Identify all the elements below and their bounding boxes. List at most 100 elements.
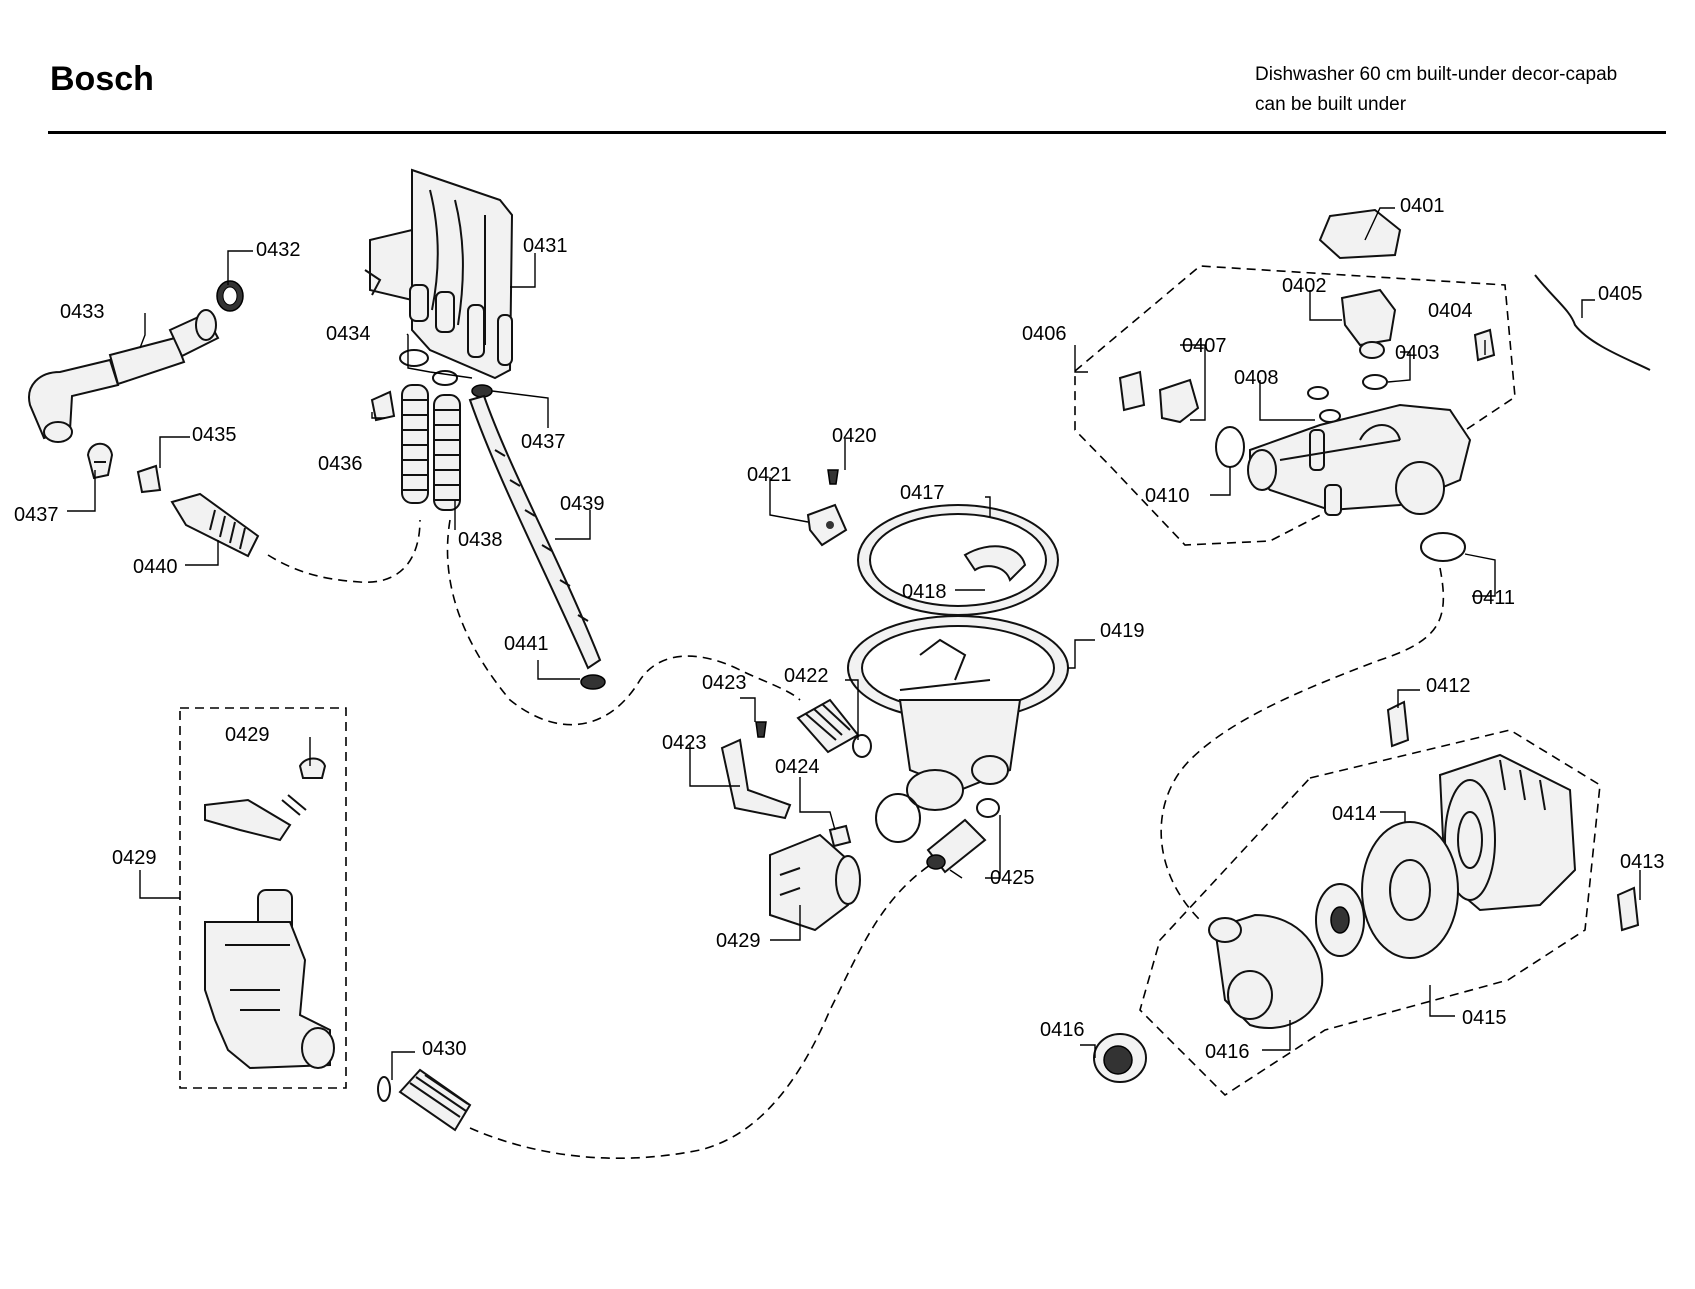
- part-0423-screw-top: [827, 469, 839, 485]
- callout-0423-mid: 0423: [702, 672, 747, 694]
- callout-0429-mid: 0422: [784, 665, 829, 687]
- part-0421-sump: [847, 615, 1069, 811]
- part-0424-seal: [298, 757, 327, 779]
- callout-0413: 0423: [662, 732, 707, 754]
- part-0429-corrugated-hose-mid: [796, 698, 860, 754]
- part-0441-hose-clamp: [216, 280, 244, 312]
- callout-0422: 0421: [747, 464, 792, 486]
- part-0404-seal: [1362, 374, 1388, 390]
- model-description-line-2: can be built under: [1255, 94, 1407, 115]
- part-0412-drain-pump: [769, 833, 861, 932]
- callout-0420: 0417: [900, 482, 945, 504]
- callout-0421: 0419: [1100, 620, 1145, 642]
- part-0429-seal-ring-mid: [852, 734, 872, 758]
- part-0439-seal-ring: [976, 798, 1000, 818]
- part-0414-sump-cover: [963, 545, 1027, 582]
- callout-0432: 0440: [133, 556, 178, 578]
- part-0436-corrugated-hoses: [401, 384, 461, 511]
- part-0439-corrugated-hose: [926, 818, 987, 874]
- hose-route-return: [469, 864, 931, 1159]
- callout-0415: 0415: [1462, 1007, 1507, 1029]
- part-0405-hose-clamp: [1420, 532, 1466, 562]
- part-0419-seal: [1093, 1033, 1147, 1083]
- callout-0435: 0431: [523, 235, 568, 257]
- part-0406-seal-a: [1307, 386, 1329, 400]
- part-0429-seal-ring-bottom: [377, 1076, 391, 1102]
- part-0413-bracket: [720, 738, 792, 820]
- callout-0440: 0437: [14, 504, 59, 526]
- callout-0439: 0425: [990, 867, 1035, 889]
- callout-0436: 0438: [458, 529, 503, 551]
- callout-0430: 0424: [775, 756, 820, 778]
- part-0429-corrugated-hose-bottom: [398, 1068, 472, 1132]
- part-0415-pump-motor: [1438, 753, 1577, 912]
- part-0433-bracket-clip: [136, 464, 162, 494]
- callout-0406: 0408: [1234, 367, 1279, 389]
- part-0417-pump-housing: [1361, 821, 1459, 959]
- part-0408-wire: [1534, 274, 1651, 371]
- part-0416-clip-right: [1616, 886, 1640, 932]
- part-0435-vent-housing: [364, 168, 514, 380]
- callout-0437-top: 0437: [521, 431, 566, 453]
- callout-0425: 0429: [112, 847, 157, 869]
- assembly-outline-0415: [1139, 729, 1601, 1097]
- callout-0404: 0403: [1395, 342, 1440, 364]
- part-0429-seal-ring-top-2: [432, 370, 458, 386]
- part-0423-screw-mid: [755, 721, 767, 738]
- callout-0419: 0416: [1040, 1019, 1085, 1041]
- part-0425-latch: [204, 798, 292, 842]
- part-0401-valve-body: [1247, 403, 1472, 516]
- callout-0424: 0429: [225, 724, 270, 746]
- callout-0408: 0405: [1598, 283, 1643, 305]
- assembly-outline-0401: [1074, 265, 1516, 546]
- callout-0441: 0432: [256, 239, 301, 261]
- callout-0411: 0410: [1145, 485, 1190, 507]
- part-0437-clamp-bottom: [580, 674, 606, 690]
- callout-0410: 0407: [1182, 335, 1227, 357]
- part-0429-seal-ring-top: [399, 349, 429, 367]
- part-0437-clamp-top: [471, 384, 493, 398]
- callout-0434: 0433: [60, 301, 105, 323]
- callout-0416-top: 0412: [1426, 675, 1471, 697]
- callout-0433: 0435: [192, 424, 237, 446]
- callout-0431: 0436: [318, 453, 363, 475]
- brand-title: Bosch: [50, 60, 154, 98]
- callout-0429-top: 0434: [326, 323, 371, 345]
- part-0416-clip-top: [1386, 700, 1410, 748]
- callout-0414: 0418: [902, 581, 947, 603]
- callout-0416-right: 0413: [1620, 851, 1665, 873]
- part-0418-impeller-cover: [1315, 883, 1365, 957]
- part-0425-valve-body: [204, 921, 335, 1070]
- callout-0402: 0401: [1400, 195, 1445, 217]
- model-description: Dishwasher 60 cm built-under decor-capab…: [1255, 60, 1617, 120]
- model-description-line-1: Dishwasher 60 cm built-under decor-capab: [1255, 64, 1618, 85]
- part-0402-cover: [1318, 208, 1402, 260]
- part-0440-hose-clip: [86, 442, 114, 480]
- leader-lines: [67, 207, 1641, 1080]
- callout-0418: 0416: [1205, 1041, 1250, 1063]
- part-0410-clip: [1118, 370, 1146, 412]
- part-0418-pump-volute: [1208, 913, 1324, 1030]
- part-0410-valve: [1158, 378, 1200, 424]
- part-0430-clip: [828, 824, 852, 848]
- callout-0405: 0411: [1472, 587, 1515, 609]
- part-0434-drain-hose-elbow: [28, 309, 220, 443]
- callout-0417: 0414: [1332, 803, 1377, 825]
- callout-0429-bottom: 0430: [422, 1038, 467, 1060]
- part-0431-clip: [370, 390, 396, 422]
- callout-0403: 0402: [1282, 275, 1327, 297]
- part-0403-solenoid: [1340, 288, 1397, 359]
- part-0411-seal-ring: [1215, 426, 1245, 468]
- callout-0401: 0406: [1022, 323, 1067, 345]
- hose-route-pump: [1160, 567, 1445, 921]
- callout-0423-top: 0420: [832, 425, 877, 447]
- hose-route-drain: [267, 519, 421, 583]
- callout-0438: 0439: [560, 493, 605, 515]
- callout-0412: 0429: [716, 930, 761, 952]
- header-rule: [48, 131, 1666, 134]
- callout-0407: 0404: [1428, 300, 1473, 322]
- part-0438-hose: [468, 394, 602, 670]
- part-0429-seal-ring-sump: [875, 793, 921, 843]
- callout-0437-bottom: 0441: [504, 633, 549, 655]
